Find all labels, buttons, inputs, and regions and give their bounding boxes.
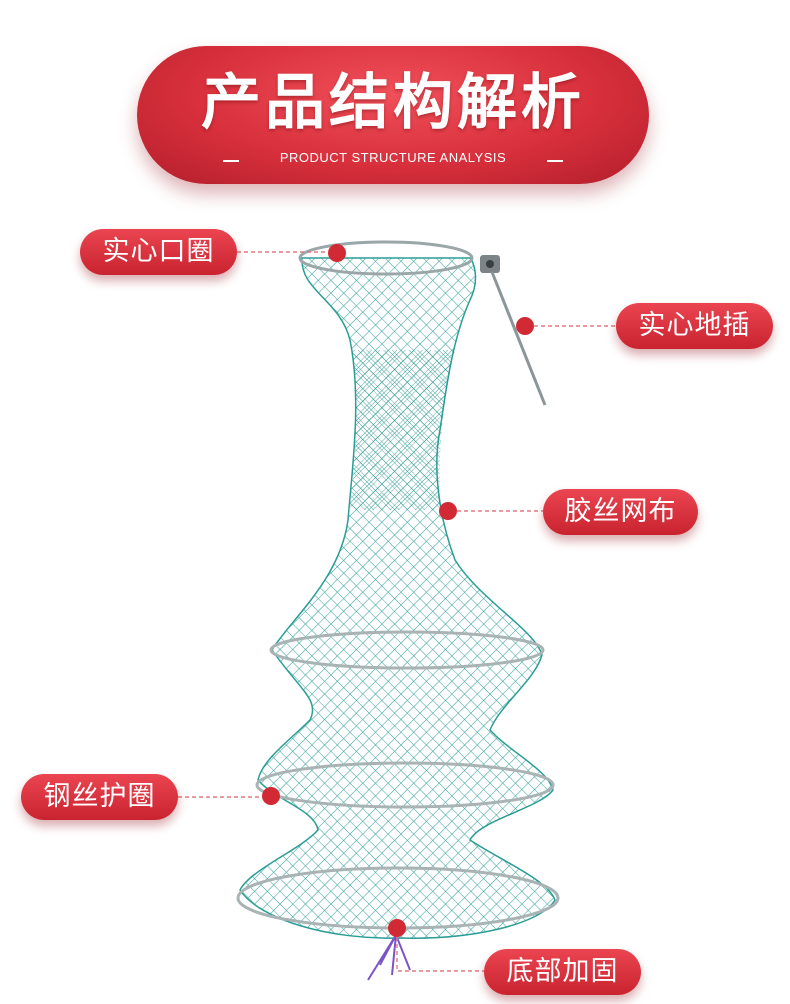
- net-neck: [350, 350, 455, 510]
- steel-ring-1: [269, 630, 545, 670]
- callout-dot-mesh-fabric: [439, 502, 457, 520]
- leader-bottom-reinforce: [396, 937, 484, 972]
- label-steel-ring: 钢丝护圈: [21, 774, 178, 820]
- ground-stake: [490, 271, 547, 406]
- solid-ring: [298, 240, 474, 276]
- callout-dot-steel-ring: [262, 787, 280, 805]
- page-subtitle: PRODUCT STRUCTURE ANALYSIS: [279, 150, 507, 165]
- label-mesh-fabric: 胶丝网布: [543, 489, 698, 535]
- subtitle-left-dash: [223, 160, 239, 162]
- label-ground-stake: 实心地插: [616, 303, 773, 349]
- page-title: 产品结构解析: [201, 68, 585, 138]
- callout-dot-ground-stake: [516, 317, 534, 335]
- bottom-cord: [367, 934, 411, 981]
- callout-dot-bottom-reinforce: [388, 919, 406, 937]
- label-bottom-reinforce: 底部加固: [484, 949, 641, 995]
- steel-ring-2: [255, 761, 555, 809]
- title-banner: 产品结构解析 PRODUCT STRUCTURE ANALYSIS: [137, 46, 649, 184]
- subtitle-right-dash: [547, 160, 563, 162]
- label-solid-ring: 实心口圈: [80, 229, 237, 275]
- callout-dot-solid-ring: [328, 244, 346, 262]
